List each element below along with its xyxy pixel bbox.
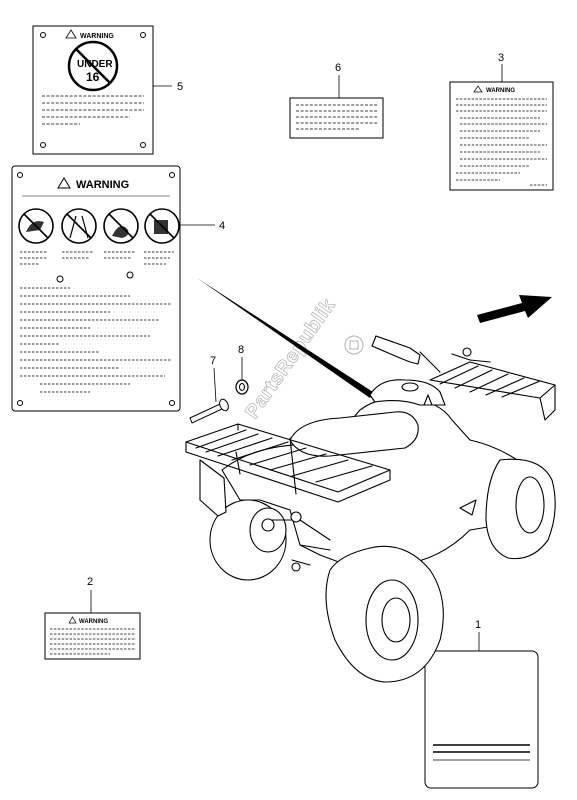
front-direction-arrow-icon <box>477 295 552 323</box>
rivet-part-7 <box>189 398 229 424</box>
callout-6: 6 <box>335 62 341 74</box>
washer-part-8 <box>235 379 249 395</box>
atv-illustration <box>185 335 556 683</box>
age-text: 16 <box>86 70 100 84</box>
label-2-warning: WARNING <box>44 612 141 660</box>
no-helmet-icon <box>144 208 180 244</box>
label-6 <box>289 97 384 139</box>
warning-triangle-icon <box>68 616 77 624</box>
label-position-pointer <box>197 278 373 398</box>
watermark-text: PartsRepublik <box>241 294 340 422</box>
label-4-warning: WARNING <box>11 165 181 412</box>
callout-3: 3 <box>498 52 504 64</box>
no-under-16-icon: UNDER 16 <box>67 40 119 92</box>
label-4-warning-title: WARNING <box>76 179 129 191</box>
watermark: PartsRepublik <box>241 294 341 423</box>
callout-2: 2 <box>87 576 93 588</box>
no-drugs-alcohol-icon <box>103 208 139 244</box>
no-passenger-icon <box>18 208 54 244</box>
callout-8: 8 <box>238 344 244 356</box>
warning-triangle-icon <box>473 85 483 93</box>
no-paved-roads-icon <box>61 208 97 244</box>
label-2-warning-title: WARNING <box>79 619 108 625</box>
watermark-logo <box>344 335 364 355</box>
warning-triangle-icon <box>65 29 77 39</box>
callout-7: 7 <box>210 355 216 367</box>
label-1-info <box>424 650 539 789</box>
warning-triangle-icon <box>57 177 71 189</box>
label-3-warning-title: WARNING <box>486 88 515 94</box>
under-text: UNDER <box>77 59 113 70</box>
callout-4: 4 <box>219 220 225 232</box>
label-3-warning: WARNING <box>449 81 554 191</box>
label-5-under-16: WARNING UNDER 16 <box>32 25 154 155</box>
callout-1: 1 <box>475 619 481 631</box>
callout-5: 5 <box>177 81 183 93</box>
label-5-warning-title: WARNING <box>80 33 114 40</box>
